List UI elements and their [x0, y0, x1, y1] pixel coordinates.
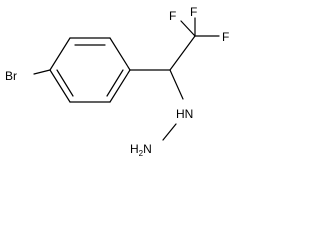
- ring-bond-6: [49, 69, 71, 103]
- ch-to-cf3-bond: [169, 35, 196, 71]
- ring-bond-4: [109, 69, 131, 103]
- fluorine-label-top: F: [190, 5, 197, 19]
- bromine-label: Br: [5, 69, 17, 83]
- ring-bond-3: [109, 37, 131, 71]
- ch-to-nh-bond: [169, 69, 184, 100]
- nh-to-nh2-bond: [162, 123, 177, 141]
- structure-canvas: Br F F F HN H2N: [0, 0, 236, 157]
- ring-double-bond-3: [56, 69, 74, 97]
- nh2-n: N: [143, 142, 152, 156]
- fluorine-label-left: F: [169, 9, 176, 23]
- nh2-label: H2N: [130, 142, 152, 157]
- fluorine-label-right: F: [222, 30, 229, 44]
- molecule-diagram: Br F F F HN H2N: [5, 5, 229, 157]
- bromine-bond: [33, 69, 51, 75]
- ring-double-bond-2: [106, 69, 124, 97]
- ring-bond-1: [49, 37, 71, 71]
- nh2-h: H: [130, 142, 139, 156]
- cf-bond-left: [180, 20, 196, 37]
- nh-label: HN: [176, 107, 193, 121]
- nh2-subscript: 2: [139, 149, 144, 157]
